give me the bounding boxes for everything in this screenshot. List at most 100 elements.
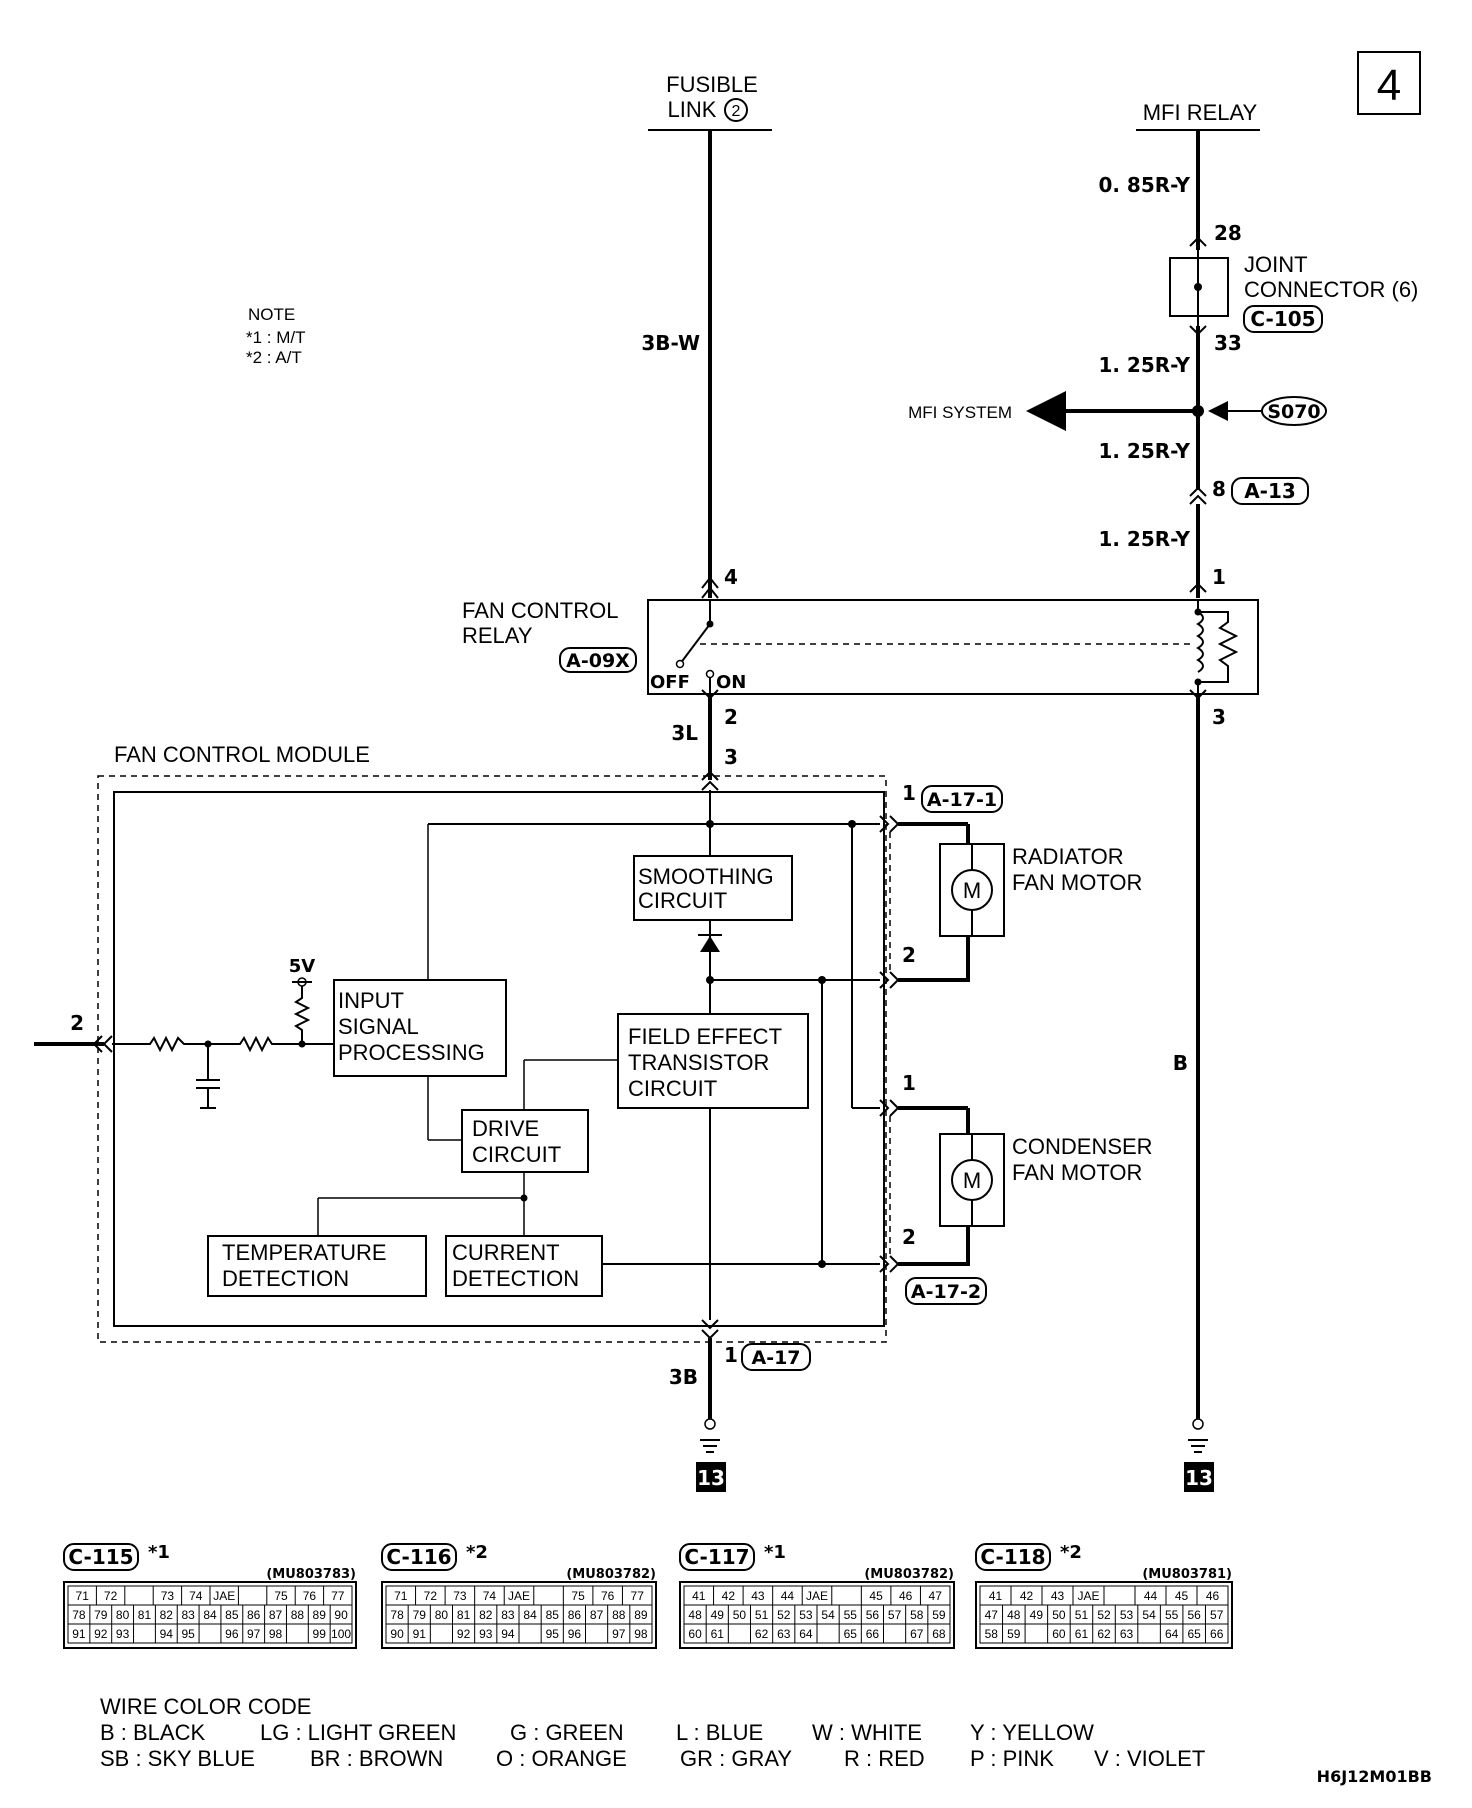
connector-pin: 79 (94, 1608, 108, 1622)
connector-pin: 86 (247, 1608, 261, 1622)
ground-left-ref-box (696, 1462, 726, 1492)
pin-1-relay: 1 (1212, 565, 1226, 589)
connector-pin: 48 (688, 1608, 702, 1622)
current-detection-label-1: CURRENT (452, 1240, 560, 1265)
diode-icon (700, 936, 720, 952)
connector-pin: 60 (1052, 1627, 1066, 1641)
fusible-link-number: 2 (732, 103, 741, 120)
pin-2-radiator: 2 (902, 943, 916, 967)
connector-pin: 92 (94, 1627, 108, 1641)
connector-pin: 96 (225, 1627, 239, 1641)
connector-pin: 97 (612, 1627, 626, 1641)
connector-pin: 73 (453, 1589, 467, 1603)
radiator-fan-motor-label-2: FAN MOTOR (1012, 870, 1142, 895)
chevron-pin2-module (92, 1035, 113, 1053)
fet-circuit-label-2: TRANSISTOR (628, 1050, 769, 1075)
wire-125ry-c-label: 1. 25R-Y (1098, 527, 1190, 551)
connector-pin: 64 (799, 1627, 813, 1641)
c105-badge (1243, 305, 1323, 333)
connector-id: C-117 (684, 1545, 749, 1569)
chevron-a17-pin1 (701, 1319, 719, 1340)
page-number: 4 (1377, 61, 1401, 110)
connector-pin: 58 (910, 1608, 924, 1622)
fan-control-module-label: FAN CONTROL MODULE (114, 742, 370, 767)
connector-pin: 89 (313, 1608, 327, 1622)
wcc-row1-2: G : GREEN (510, 1720, 624, 1745)
chevron-rad-pin1 (879, 815, 900, 833)
s070-label: S070 (1267, 401, 1320, 423)
connector-pin: 83 (501, 1608, 515, 1622)
connector-pin: 52 (1097, 1608, 1111, 1622)
relay-contact-off (675, 659, 685, 669)
connector-badge (679, 1543, 755, 1571)
a17-1-badge (921, 785, 1003, 813)
connector-pin: 66 (1210, 1627, 1224, 1641)
chevron-cond-pin1 (879, 1099, 900, 1117)
wcc-row1-1: LG : LIGHT GREEN (260, 1720, 456, 1745)
input-resistor-network (112, 1035, 334, 1053)
wcc-row2-2: O : ORANGE (496, 1746, 627, 1771)
connector-pin: 56 (866, 1608, 880, 1622)
connector-part-number: (MU803783) (266, 1567, 356, 1582)
wire-125ry-b-label: 1. 25R-Y (1098, 439, 1190, 463)
relay-coil (1196, 611, 1204, 673)
ground-left-terminal (704, 1418, 716, 1430)
pin-28: 28 (1214, 221, 1242, 245)
connector-pin: 89 (634, 1608, 648, 1622)
connector-pin: 81 (457, 1608, 471, 1622)
radiator-fan-motor-label-1: RADIATOR (1012, 844, 1124, 869)
connector-table (63, 1581, 357, 1649)
drive-circuit-label-1: DRIVE (472, 1116, 539, 1141)
c105-label: C-105 (1250, 307, 1315, 331)
connector-pin: 83 (181, 1608, 195, 1622)
pin-1-radiator: 1 (902, 781, 916, 805)
connector-pin: 64 (1165, 1627, 1179, 1641)
chevron-cond-pin2 (879, 1255, 900, 1273)
pin-1-condenser: 1 (902, 1071, 916, 1095)
input-signal-label-1: INPUT (338, 988, 404, 1013)
ground-right-ref: 13 (1185, 1466, 1213, 1490)
ground-left-icon (700, 1439, 720, 1453)
connector-pin: 61 (1075, 1627, 1089, 1641)
temperature-detection-label-2: DETECTION (222, 1266, 349, 1291)
relay-off-label: OFF (650, 672, 690, 693)
fan-control-relay-label-1: FAN CONTROL (462, 598, 618, 623)
wire-b-label: B (1173, 1051, 1188, 1075)
connector-pin: 72 (424, 1589, 438, 1603)
connector-pin: 46 (1206, 1589, 1220, 1603)
input-signal-label-3: PROCESSING (338, 1040, 485, 1065)
connector-pin: 82 (479, 1608, 493, 1622)
a17-1-label: A-17-1 (927, 789, 997, 811)
connector-pin: 45 (1175, 1589, 1189, 1603)
wcc-row1-3: L : BLUE (676, 1720, 763, 1745)
connector-pin: 66 (866, 1627, 880, 1641)
connector-pin: 67 (910, 1627, 924, 1641)
fet-circuit-box (617, 1013, 809, 1109)
input-signal-label-2: SIGNAL (338, 1014, 419, 1039)
condenser-fan-motor-label-1: CONDENSER (1012, 1134, 1153, 1159)
connector-pin: 74 (189, 1589, 203, 1603)
connector-pin: 57 (1210, 1608, 1224, 1622)
connector-pin: 71 (76, 1589, 90, 1603)
chevron-pin28 (1189, 236, 1207, 247)
chevron-pin8 (1189, 486, 1207, 505)
connector-pin: 53 (799, 1608, 813, 1622)
connector-pin: JAE (1077, 1589, 1099, 1603)
wire-condenser-pin2 (898, 1226, 970, 1266)
connector-note: *1 (764, 1542, 786, 1563)
connector-pin: 95 (181, 1627, 195, 1641)
wcc-row2-4: R : RED (844, 1746, 925, 1771)
connector-pin: 46 (899, 1589, 913, 1603)
a09x-label: A-09X (566, 650, 630, 672)
fusible-link-number-circle (724, 98, 748, 122)
connector-pin: 78 (72, 1608, 86, 1622)
mfi-relay-label: MFI RELAY (1143, 100, 1258, 125)
connector-pin: 82 (160, 1608, 174, 1622)
connector-pin: 63 (1120, 1627, 1134, 1641)
connector-row (67, 1623, 353, 1644)
pin-1-a17: 1 (724, 1343, 738, 1367)
connector-pin: 81 (138, 1608, 152, 1622)
connector-id: C-116 (386, 1545, 451, 1569)
connector-pin: 55 (1165, 1608, 1179, 1622)
